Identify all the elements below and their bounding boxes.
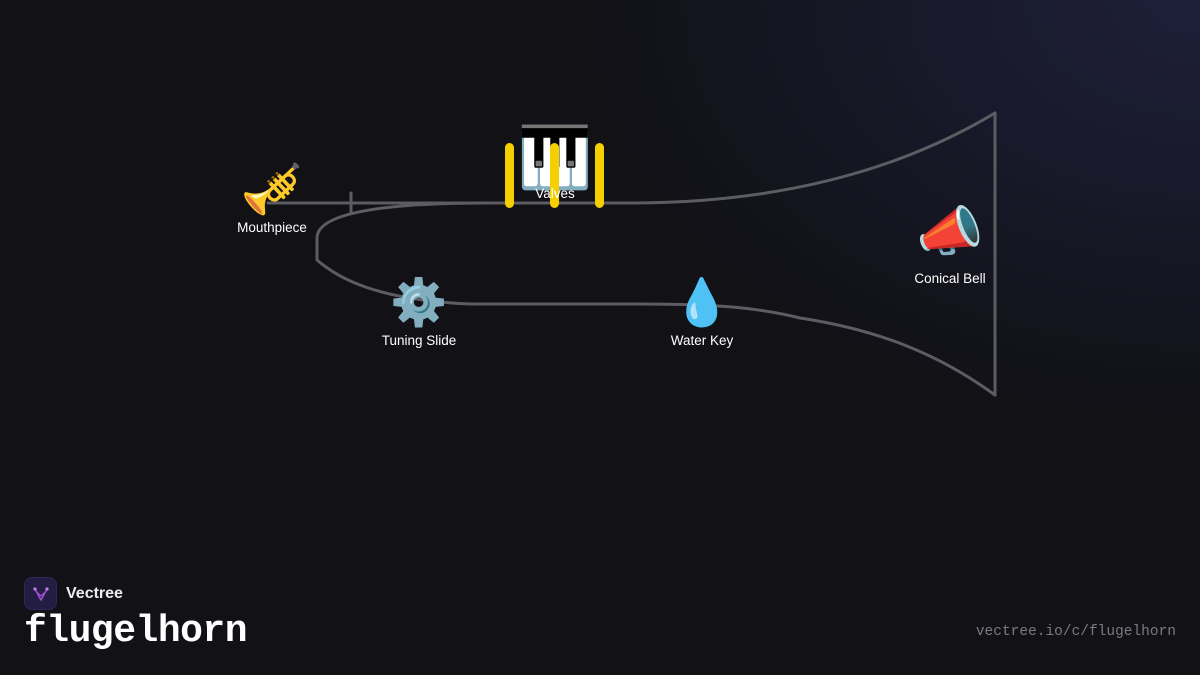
conical-bell-label: Conical Bell [914,271,985,286]
valve-piston-3 [595,143,604,208]
water-drop-icon: 💧 [673,275,730,329]
vectree-branch-logo-icon [24,577,57,610]
slide-loop-tube [315,201,802,320]
trumpet-icon: 🎺 [241,160,303,218]
valves-node[interactable]: 🎹 Valves [505,123,604,208]
page-title: flugelhorn [24,610,248,653]
water-key-node[interactable]: 💧 Water Key [671,275,734,348]
water-key-label: Water Key [671,333,734,348]
valves-label: Valves [535,186,575,201]
brand-name: Vectree [66,584,123,602]
brand[interactable]: Vectree [24,577,123,610]
source-url[interactable]: vectree.io/c/flugelhorn [975,624,1176,640]
valve-branch-tube [484,111,997,205]
tuning-slide-node[interactable]: ⚙️ Tuning Slide [382,275,457,348]
tuning-slide-label: Tuning Slide [382,333,457,348]
megaphone-icon: 📣 [916,200,983,263]
mouthpiece-label: Mouthpiece [237,220,307,235]
mouthpiece-node[interactable]: 🎺 Mouthpiece [237,160,307,235]
tubing [266,111,997,397]
conical-bell-node[interactable]: 📣 Conical Bell [914,200,985,286]
bell-lower-tube [798,316,997,397]
valve-piston-2 [550,143,559,208]
gear-icon: ⚙️ [390,275,447,329]
valve-piston-1 [505,143,514,208]
